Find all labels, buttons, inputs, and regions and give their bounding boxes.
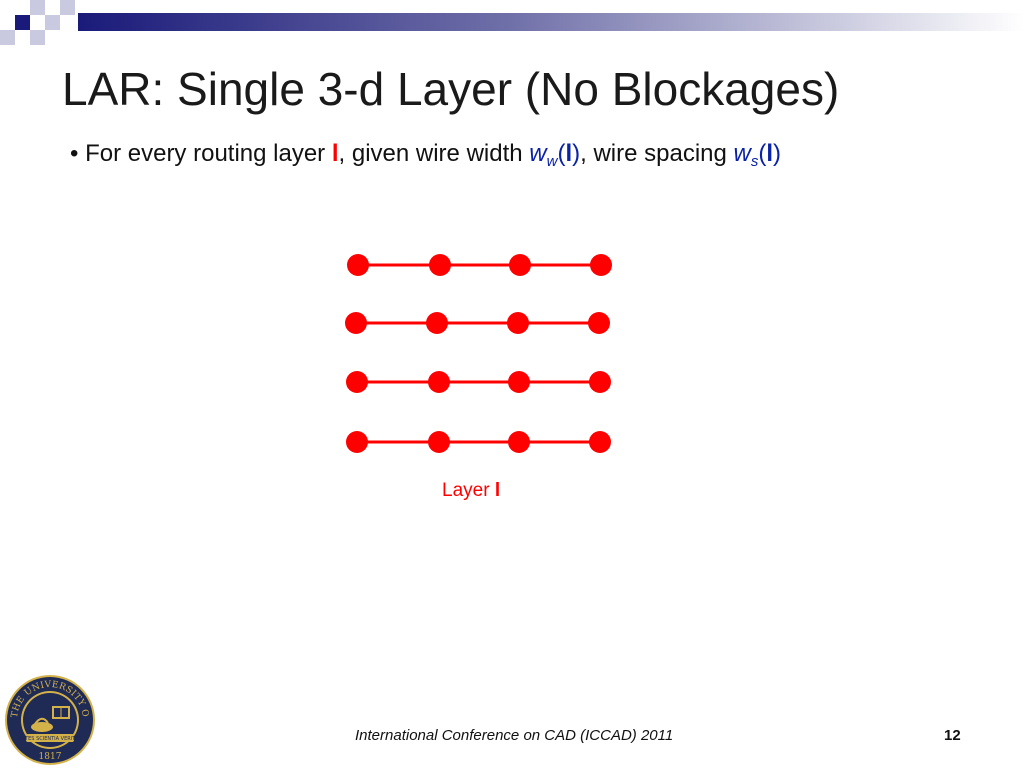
wire-spacing-open-paren: ( <box>758 140 767 167</box>
wire-node <box>589 431 611 453</box>
page-number: 12 <box>944 727 961 744</box>
layer-label-var: l <box>494 480 501 501</box>
layer-label: Layer l <box>442 480 500 502</box>
wire-node <box>590 254 612 276</box>
wire-node <box>347 254 369 276</box>
wire-node <box>428 431 450 453</box>
header-decoration <box>0 0 1024 45</box>
wire-spacing-subscript: s <box>750 153 759 170</box>
seal-year: 1817 <box>39 752 62 762</box>
bullet-marker: • <box>70 140 79 167</box>
wire-spacing-var: w <box>733 140 751 167</box>
wire-width-var: w <box>529 140 547 167</box>
wire-node <box>346 431 368 453</box>
wire-node <box>509 254 531 276</box>
wire-spacing-close-paren: ) <box>773 140 782 167</box>
layer-variable: l <box>331 140 339 167</box>
wire-width-subscript: w <box>546 153 558 170</box>
wire-spacing-arg: l <box>766 140 774 167</box>
wire-node <box>508 371 530 393</box>
university-seal-logo: THE UNIVERSITY OF MICHIGAN ARTES SCIENTI… <box>4 674 95 765</box>
wire-node <box>507 312 529 334</box>
wire-node <box>426 312 448 334</box>
wire-node <box>508 431 530 453</box>
slide-title: LAR: Single 3-d Layer (No Blockages) <box>62 63 840 115</box>
wire-node <box>428 371 450 393</box>
wire-width-arg: l <box>565 140 573 167</box>
wire-width-close-paren: ) <box>572 140 581 167</box>
seal-ribbon-text: ARTES SCIENTIA VERITAS <box>19 736 82 742</box>
bullet-text-mid: , given wire width <box>338 140 530 167</box>
bullet-text-prefix: For every routing layer <box>85 140 332 167</box>
footer-text: International Conference on CAD (ICCAD) … <box>355 727 674 744</box>
wire-width-open-paren: ( <box>557 140 566 167</box>
wire-node <box>345 312 367 334</box>
bullet-text-mid2: , wire spacing <box>580 140 734 167</box>
layer-label-prefix: Layer <box>442 480 495 501</box>
wire-node <box>429 254 451 276</box>
bullet-point: • For every routing layer l, given wire … <box>70 140 781 170</box>
wire-node <box>346 371 368 393</box>
wire-node <box>589 371 611 393</box>
wire-node <box>588 312 610 334</box>
